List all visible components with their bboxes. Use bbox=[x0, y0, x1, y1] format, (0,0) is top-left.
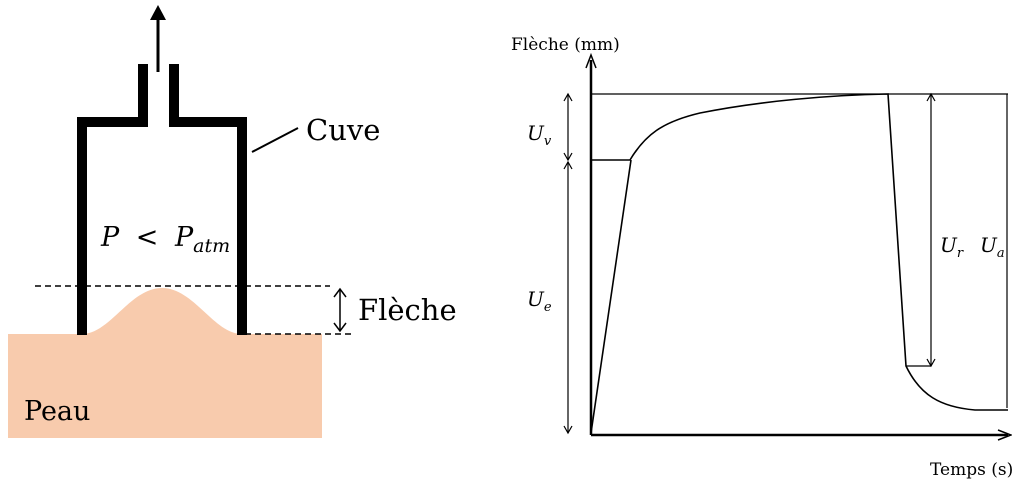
skin-label: Peau bbox=[24, 396, 90, 427]
cup-label: Cuve bbox=[306, 113, 380, 147]
cup-outline bbox=[77, 64, 247, 335]
ue-arrow-icon bbox=[563, 160, 573, 435]
deflection-graph: Flèche (mm) Temps (s) Uv Ue bbox=[511, 35, 1012, 480]
x-axis bbox=[591, 429, 1012, 441]
suction-diagram: Cuve P < Patm Flèche Peau bbox=[8, 5, 457, 438]
deflection-label: Flèche bbox=[358, 293, 457, 327]
x-axis-label: Temps (s) bbox=[930, 460, 1012, 480]
y-axis-label: Flèche (mm) bbox=[511, 35, 620, 55]
deflection-curve bbox=[590, 93, 1008, 433]
ur-label: Ur bbox=[940, 233, 964, 261]
uv-label: Uv bbox=[527, 121, 552, 149]
elastic-rise-line bbox=[590, 159, 632, 434]
skin-block bbox=[8, 288, 322, 438]
deflection-arrow-icon bbox=[333, 287, 347, 333]
cup-leader-line bbox=[251, 127, 299, 153]
ua-label: Ua bbox=[980, 233, 1005, 261]
ue-label: Ue bbox=[527, 287, 552, 315]
pressure-label: P < Patm bbox=[100, 222, 230, 257]
uv-arrow-icon bbox=[563, 92, 573, 162]
ur-arrow-icon bbox=[926, 92, 936, 368]
